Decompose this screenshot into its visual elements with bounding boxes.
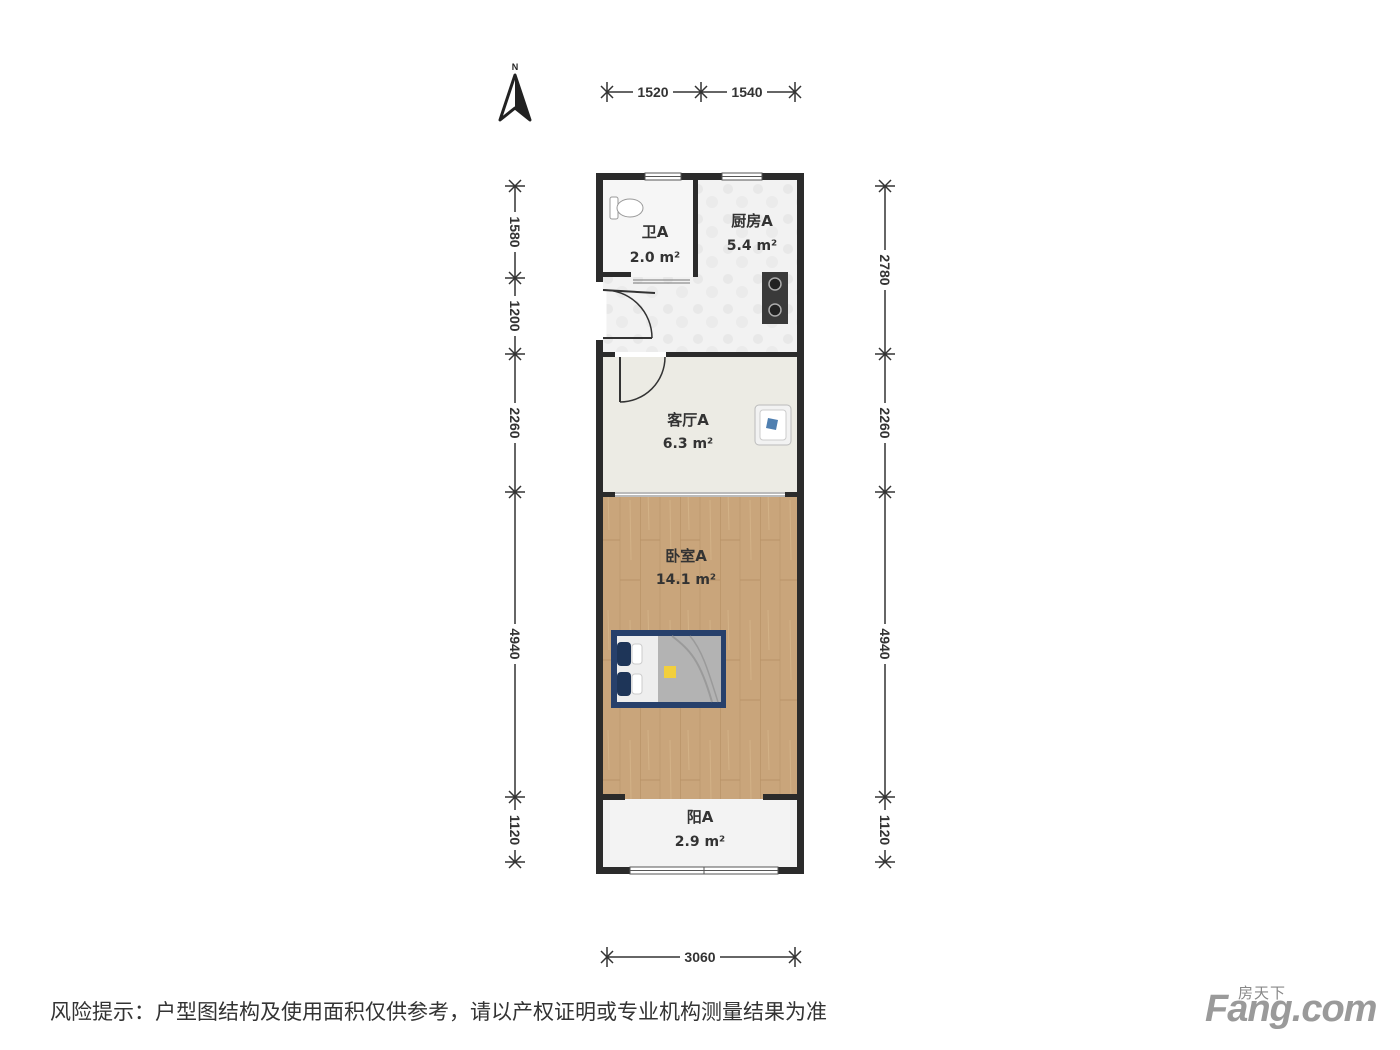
bed-icon (611, 630, 726, 708)
dimension-top-2: 1540 (731, 84, 762, 100)
door-living-room (619, 356, 666, 403)
room-area-bedroom: 14.1 m² (656, 572, 716, 588)
room-area-living-room: 6.3 m² (663, 436, 713, 452)
compass-icon: N (498, 62, 532, 122)
dimension-left-3: 2260 (507, 407, 523, 438)
room-name-bathroom: 卫A (642, 223, 669, 241)
dimension-left-4: 4940 (507, 628, 523, 659)
toilet-icon (609, 196, 644, 220)
room-name-kitchen: 厨房A (731, 212, 773, 230)
room-area-balcony: 2.9 m² (675, 834, 725, 850)
room-name-bedroom: 卧室A (665, 547, 707, 565)
logo-cn: 房天下 (1238, 984, 1287, 1002)
dimension-right-3: 4940 (877, 628, 893, 659)
disclaimer-text: 风险提示：户型图结构及使用面积仅供参考，请以产权证明或专业机构测量结果为准 (50, 1000, 827, 1024)
room-area-kitchen: 5.4 m² (727, 238, 777, 254)
armchair-icon (754, 404, 792, 446)
door-entrance (599, 289, 656, 339)
room-area-bathroom: 2.0 m² (630, 250, 680, 266)
dimension-left-1: 1580 (507, 216, 523, 247)
dimension-left-5: 1120 (507, 815, 523, 846)
dimension-left-2: 1200 (507, 300, 523, 331)
balcony-floor (603, 799, 797, 867)
dimension-left (505, 179, 525, 869)
dimension-top-1: 1520 (637, 84, 668, 100)
dimension-right-4: 1120 (877, 815, 893, 846)
logo-en: Fang.com (1205, 988, 1377, 1030)
dimension-right-2: 2260 (877, 407, 893, 438)
dimension-top (600, 82, 802, 102)
dimension-right-1: 2780 (877, 254, 893, 285)
stove-icon (762, 272, 788, 324)
dimension-right (875, 179, 895, 869)
fang-logo: Fang.com 房天下 (1205, 982, 1390, 1042)
windows (615, 172, 785, 875)
compass-label: N (512, 62, 519, 72)
bathroom-floor (603, 180, 693, 277)
room-name-balcony: 阳A (687, 808, 714, 826)
room-name-living-room: 客厅A (666, 411, 709, 429)
dimension-bottom-total: 3060 (684, 949, 715, 965)
door-bathroom (633, 279, 690, 284)
